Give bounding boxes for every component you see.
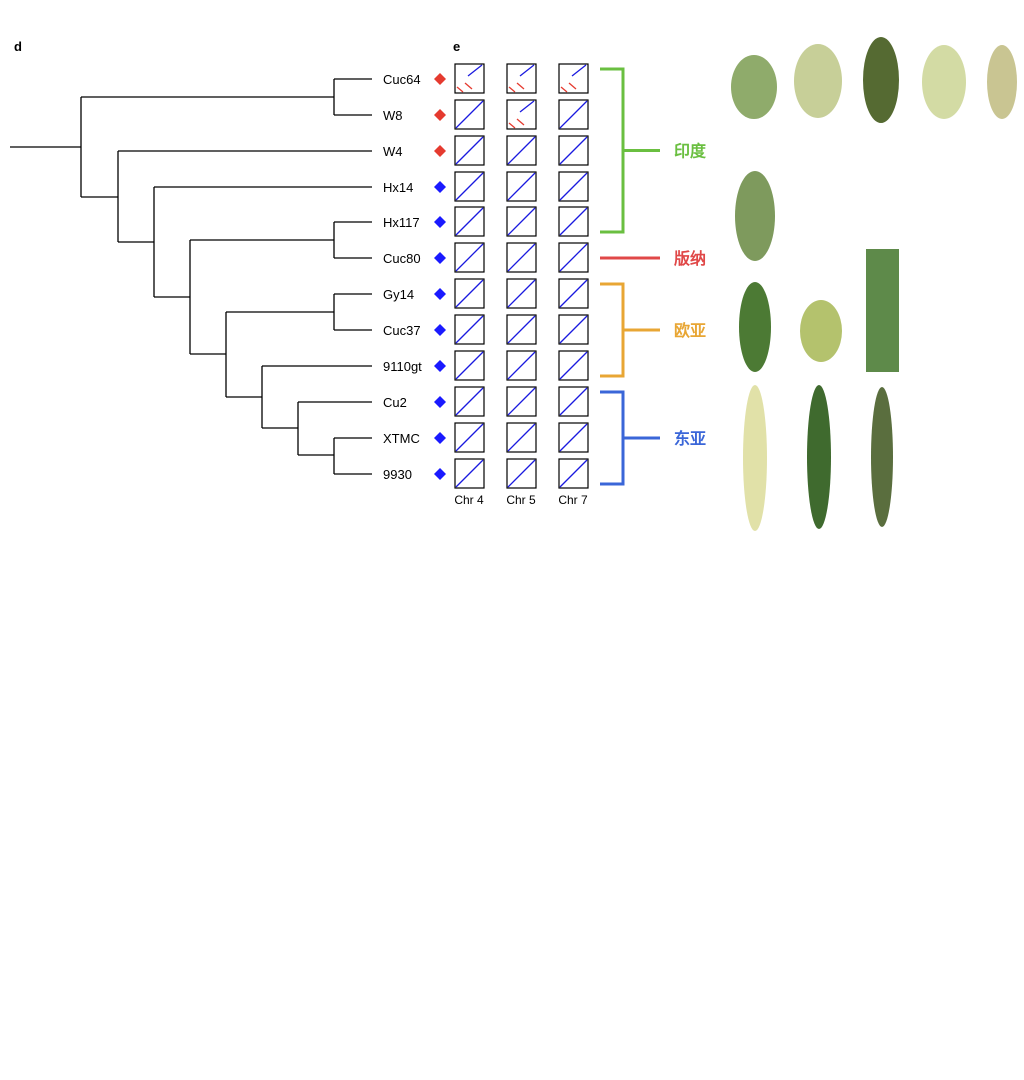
synteny-dotplot xyxy=(506,242,537,273)
population-diamond-marker xyxy=(434,216,446,228)
sample-label: W4 xyxy=(383,144,403,159)
population-diamond-marker xyxy=(434,432,446,444)
synteny-dotplot xyxy=(454,135,485,166)
sample-label: Hx14 xyxy=(383,180,413,195)
sample-label: Gy14 xyxy=(383,287,414,302)
panel-label-e: e xyxy=(453,39,460,54)
sample-label: XTMC xyxy=(383,431,420,446)
synteny-dotplot xyxy=(454,171,485,202)
chromosome-label: Chr 5 xyxy=(506,493,536,507)
synteny-dotplot xyxy=(506,422,537,453)
population-diamond-marker xyxy=(434,73,446,85)
synteny-dotplot xyxy=(558,458,589,489)
synteny-dotplot xyxy=(558,99,589,130)
synteny-dotplot xyxy=(558,422,589,453)
population-diamond-marker xyxy=(434,360,446,372)
synteny-dotplot xyxy=(506,99,537,130)
synteny-dotplot xyxy=(558,386,589,417)
synteny-dotplot xyxy=(454,99,485,130)
synteny-dotplot xyxy=(454,386,485,417)
synteny-dotplot xyxy=(506,350,537,381)
fruit-photo-3 xyxy=(863,37,899,123)
fruit-photo-2 xyxy=(794,44,842,118)
synteny-dotplot xyxy=(506,206,537,237)
population-diamond-marker xyxy=(434,324,446,336)
population-diamond-marker xyxy=(434,109,446,121)
synteny-dotplot xyxy=(454,242,485,273)
synteny-dotplot xyxy=(506,386,537,417)
sample-label: Cuc37 xyxy=(383,323,421,338)
synteny-dotplot xyxy=(454,206,485,237)
tree xyxy=(10,78,372,475)
synteny-dotplot xyxy=(506,135,537,166)
group-label: 版纳 xyxy=(673,249,706,268)
group-label: 印度 xyxy=(674,142,707,161)
population-diamond-marker xyxy=(434,181,446,193)
synteny-dotplot xyxy=(454,458,485,489)
group-bracket xyxy=(600,282,660,378)
fruit-photo-11 xyxy=(807,385,831,529)
fruit-photos xyxy=(731,37,1017,531)
synteny-dotplot xyxy=(506,63,537,94)
sample-label: Cu2 xyxy=(383,395,407,410)
group-bracket xyxy=(600,67,660,234)
fruit-photo-8 xyxy=(800,300,842,362)
synteny-dotplot xyxy=(558,278,589,309)
synteny-dotplot xyxy=(558,63,589,94)
fruit-photo-9 xyxy=(866,249,899,372)
chromosome-label: Chr 7 xyxy=(558,493,588,507)
sample-label: 9110gt xyxy=(383,359,422,374)
fruit-photo-12 xyxy=(871,387,893,527)
chromosome-label: Chr 4 xyxy=(454,493,484,507)
sample-label: W8 xyxy=(383,108,403,123)
synteny-dotplot xyxy=(454,350,485,381)
synteny-dotplot xyxy=(454,63,485,94)
synteny-dotplot xyxy=(558,206,589,237)
fruit-photo-5 xyxy=(987,45,1017,119)
synteny-dotplot xyxy=(454,422,485,453)
fruit-photo-10 xyxy=(743,385,767,531)
fruit-photo-1 xyxy=(731,55,777,119)
fruit-photo-6 xyxy=(735,171,775,261)
synteny-dotplot xyxy=(558,135,589,166)
group-label: 欧亚 xyxy=(674,321,706,340)
sample-label: 9930 xyxy=(383,467,412,482)
synteny-dotplot xyxy=(558,171,589,202)
synteny-dotplot xyxy=(506,171,537,202)
sample-label: Hx117 xyxy=(383,215,420,230)
synteny-dotplot xyxy=(506,278,537,309)
synteny-dotplot xyxy=(506,314,537,345)
population-diamond-marker xyxy=(434,145,446,157)
panel-label-d: d xyxy=(14,39,22,54)
fruit-photo-4 xyxy=(922,45,966,119)
chromosome-labels: Chr 4 Chr 5 Chr 7 xyxy=(454,493,588,507)
fruit-photo-7 xyxy=(739,282,771,372)
synteny-dotplot xyxy=(558,242,589,273)
synteny-dotplot xyxy=(506,458,537,489)
sample-label: Cuc64 xyxy=(383,72,421,87)
group-label: 东亚 xyxy=(674,429,706,448)
synteny-dotplot xyxy=(558,350,589,381)
group-bracket xyxy=(600,390,660,486)
population-diamond-marker xyxy=(434,396,446,408)
synteny-dotplot xyxy=(454,314,485,345)
population-diamond-marker xyxy=(434,252,446,264)
synteny-dotplot xyxy=(558,314,589,345)
population-diamond-marker xyxy=(434,288,446,300)
synteny-dotplot xyxy=(454,278,485,309)
sample-label: Cuc80 xyxy=(383,251,421,266)
population-diamond-marker xyxy=(434,468,446,480)
